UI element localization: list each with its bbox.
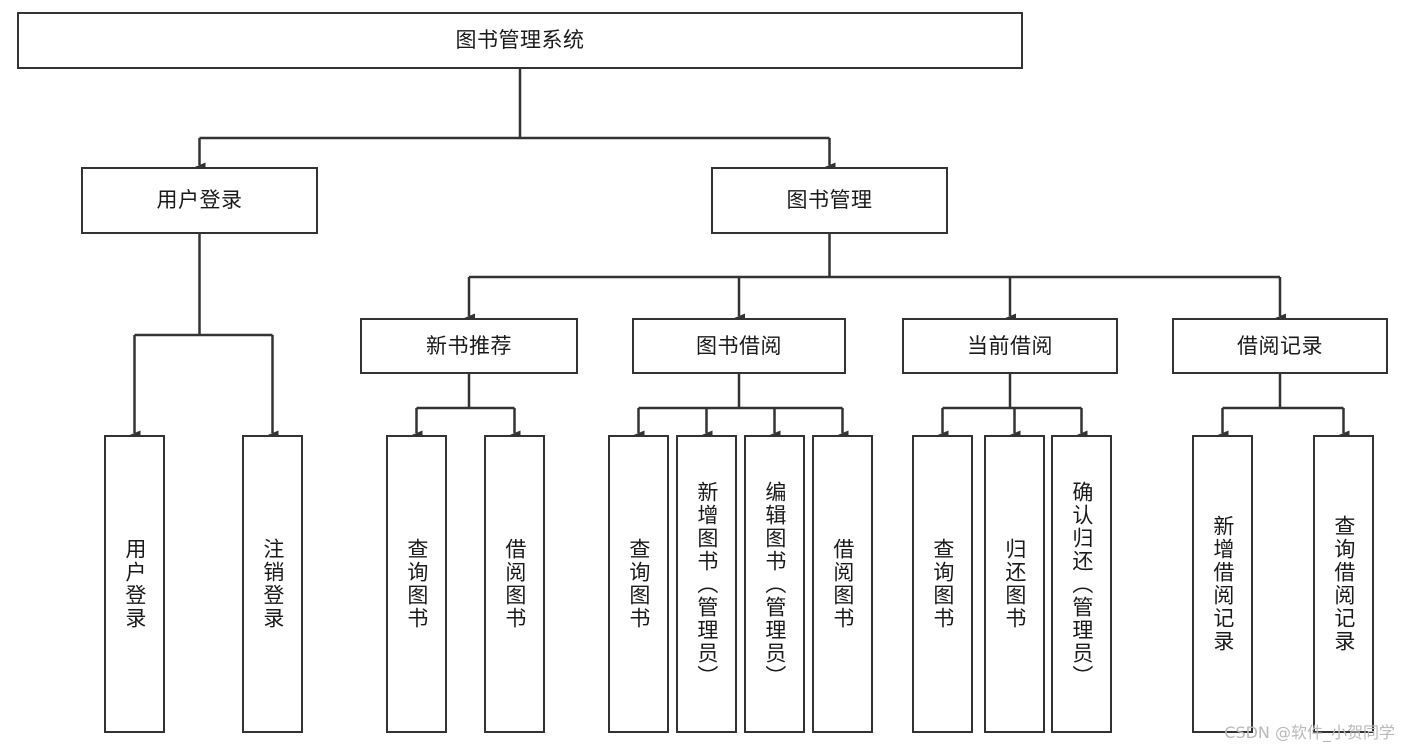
node-label: 注销登录 [260,538,285,630]
node-leaf-br-query[interactable]: 查询借阅记录 [1313,435,1374,733]
node-leaf-br-add[interactable]: 新增借阅记录 [1192,435,1253,733]
node-book-borrow[interactable]: 图书借阅 [632,318,846,374]
node-label: 新增图书（管理员） [694,480,719,688]
node-current-borrow[interactable]: 当前借阅 [902,318,1118,374]
node-label: 查询图书 [930,538,955,630]
node-leaf-bb-edit[interactable]: 编辑图书（管理员） [744,435,805,733]
node-label: 借阅图书 [830,538,855,630]
node-label: 归还图书 [1002,538,1027,630]
node-label: 借阅记录 [1237,333,1323,358]
node-new-book-rec[interactable]: 新书推荐 [360,318,578,374]
node-leaf-cb-return[interactable]: 归还图书 [984,435,1045,733]
node-root[interactable]: 图书管理系统 [17,12,1023,69]
node-leaf-rec-query[interactable]: 查询图书 [386,435,447,733]
node-label: 新增借阅记录 [1210,515,1235,653]
node-label: 编辑图书（管理员） [762,480,787,688]
node-label: 图书管理 [786,188,873,213]
node-borrow-record[interactable]: 借阅记录 [1172,318,1388,374]
node-leaf-bb-query[interactable]: 查询图书 [608,435,669,733]
node-leaf-user-logout[interactable]: 注销登录 [242,435,303,733]
node-label: 查询图书 [404,538,429,630]
node-user-login[interactable]: 用户登录 [81,167,318,234]
node-label: 查询图书 [626,538,651,630]
node-label: 图书借阅 [696,333,782,358]
node-leaf-user-login[interactable]: 用户登录 [104,435,165,733]
node-label: 借阅图书 [502,538,527,630]
node-leaf-rec-borrow[interactable]: 借阅图书 [484,435,545,733]
node-label: 图书管理系统 [455,28,585,53]
node-label: 查询借阅记录 [1331,515,1356,653]
node-leaf-cb-confirm[interactable]: 确认归还（管理员） [1051,435,1112,733]
node-book-manage[interactable]: 图书管理 [711,167,948,234]
node-label: 确认归还（管理员） [1069,480,1094,688]
node-label: 用户登录 [156,188,243,213]
edges-group [128,69,1350,441]
node-leaf-bb-add[interactable]: 新增图书（管理员） [676,435,737,733]
node-label: 新书推荐 [426,333,512,358]
node-leaf-bb-borrow[interactable]: 借阅图书 [812,435,873,733]
node-label: 当前借阅 [967,333,1053,358]
node-label: 用户登录 [122,538,147,630]
node-leaf-cb-query[interactable]: 查询图书 [912,435,973,733]
